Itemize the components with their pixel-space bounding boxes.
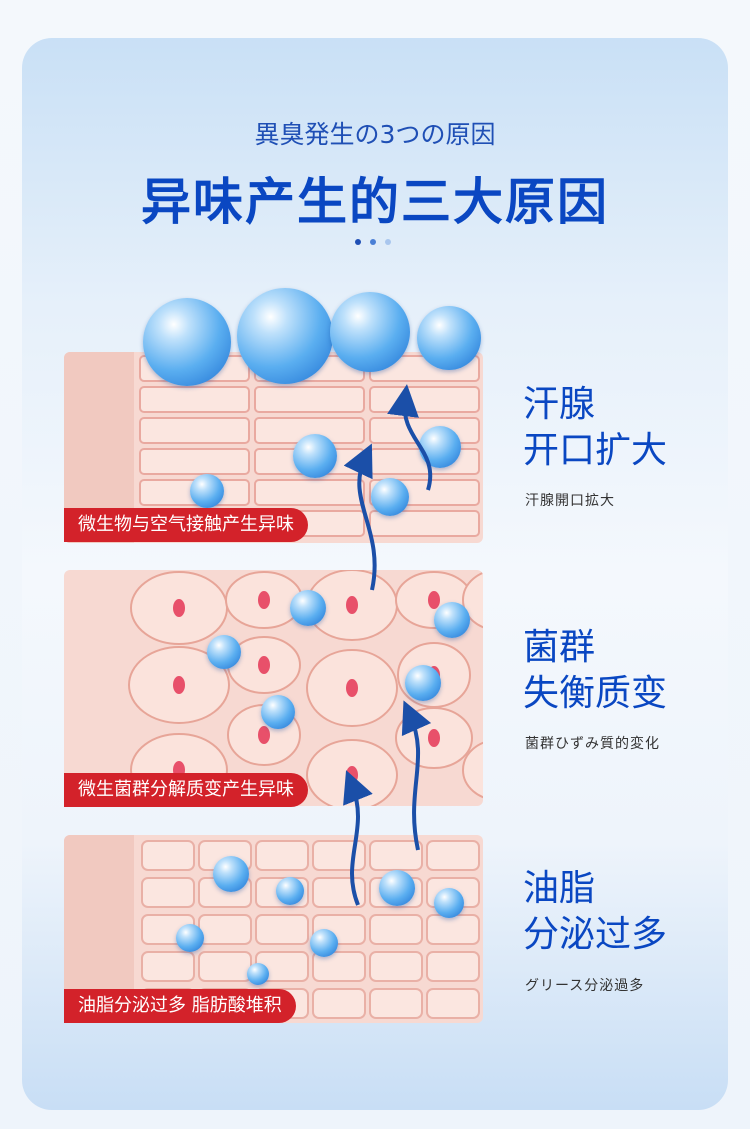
pagination-dots: [355, 239, 391, 245]
water-droplet-icon: [371, 478, 409, 516]
page-subtitle: 異臭発生の3つの原因: [254, 120, 496, 149]
skin-cell: [312, 951, 366, 982]
cause-subtitle-2: 菌群ひずみ質的変化: [525, 736, 660, 752]
skin-cell: [255, 914, 309, 945]
title-line: 汗腺: [523, 384, 596, 425]
water-droplet-icon: [207, 635, 241, 669]
skin-cell: [369, 951, 423, 982]
cell-nucleus: [258, 726, 270, 744]
skin-cell: [255, 840, 309, 871]
cause-title-1: 汗腺开口扩大: [523, 382, 667, 474]
water-droplet-icon: [330, 292, 410, 372]
water-droplet-icon: [237, 288, 333, 384]
cell-nucleus: [173, 676, 185, 694]
skin-cell: [254, 479, 365, 506]
water-droplet-icon: [434, 602, 470, 638]
cell-nucleus: [258, 656, 270, 674]
cause-subtitle-1: 汗腺開口拡大: [525, 493, 615, 509]
water-droplet-icon: [405, 665, 441, 701]
cause-title-2: 菌群失衡质变: [523, 625, 667, 717]
title-line: 菌群: [523, 627, 596, 668]
cell-nucleus: [346, 596, 358, 614]
cell-nucleus: [173, 599, 185, 617]
dot: [370, 239, 376, 245]
title-line: 开口扩大: [523, 430, 668, 471]
skin-cell: [141, 951, 195, 982]
water-droplet-icon: [247, 963, 269, 985]
arrow-icon: [343, 770, 373, 906]
cause-label-3: 油脂分泌过多 脂肪酸堆积: [64, 989, 296, 1023]
skin-cell: [254, 386, 365, 413]
page-title: 异味产生的三大原因: [141, 173, 609, 231]
cause-subtitle-3: グリース分泌過多: [525, 978, 645, 994]
dot: [355, 239, 361, 245]
water-droplet-icon: [213, 856, 249, 892]
skin-cell: [369, 914, 423, 945]
water-droplet-icon: [143, 298, 231, 386]
water-droplet-icon: [290, 590, 326, 626]
title-line: 油脂: [523, 868, 596, 909]
water-droplet-icon: [261, 695, 295, 729]
arrow-icon: [387, 384, 433, 491]
arrow-icon: [343, 443, 377, 591]
skin-cell: [141, 877, 195, 908]
cause-label-1: 微生物与空气接触产生异味: [64, 508, 308, 542]
skin-cell: [369, 988, 423, 1019]
water-droplet-icon: [176, 924, 204, 952]
skin-cell: [139, 386, 250, 413]
water-droplet-icon: [417, 306, 481, 370]
skin-cell: [462, 741, 483, 799]
skin-cell: [369, 510, 480, 537]
water-droplet-icon: [276, 877, 304, 905]
cause-title-3: 油脂分泌过多: [523, 866, 667, 958]
cell-nucleus: [346, 679, 358, 697]
skin-cell: [312, 988, 366, 1019]
water-droplet-icon: [434, 888, 464, 918]
dot: [385, 239, 391, 245]
skin-cell: [426, 840, 480, 871]
skin-cell: [139, 417, 250, 444]
water-droplet-icon: [190, 474, 224, 508]
arrow-icon: [401, 700, 432, 851]
water-droplet-icon: [310, 929, 338, 957]
title-line: 分泌过多: [523, 914, 668, 955]
skin-cell: [426, 951, 480, 982]
cell-nucleus: [258, 591, 270, 609]
skin-cell: [141, 840, 195, 871]
water-droplet-icon: [379, 870, 415, 906]
water-droplet-icon: [293, 434, 337, 478]
cell-nucleus: [428, 591, 440, 609]
skin-cell: [139, 448, 250, 475]
title-line: 失衡质变: [523, 673, 668, 714]
cause-label-2: 微生菌群分解质变产生异味: [64, 773, 308, 807]
skin-cell: [426, 988, 480, 1019]
